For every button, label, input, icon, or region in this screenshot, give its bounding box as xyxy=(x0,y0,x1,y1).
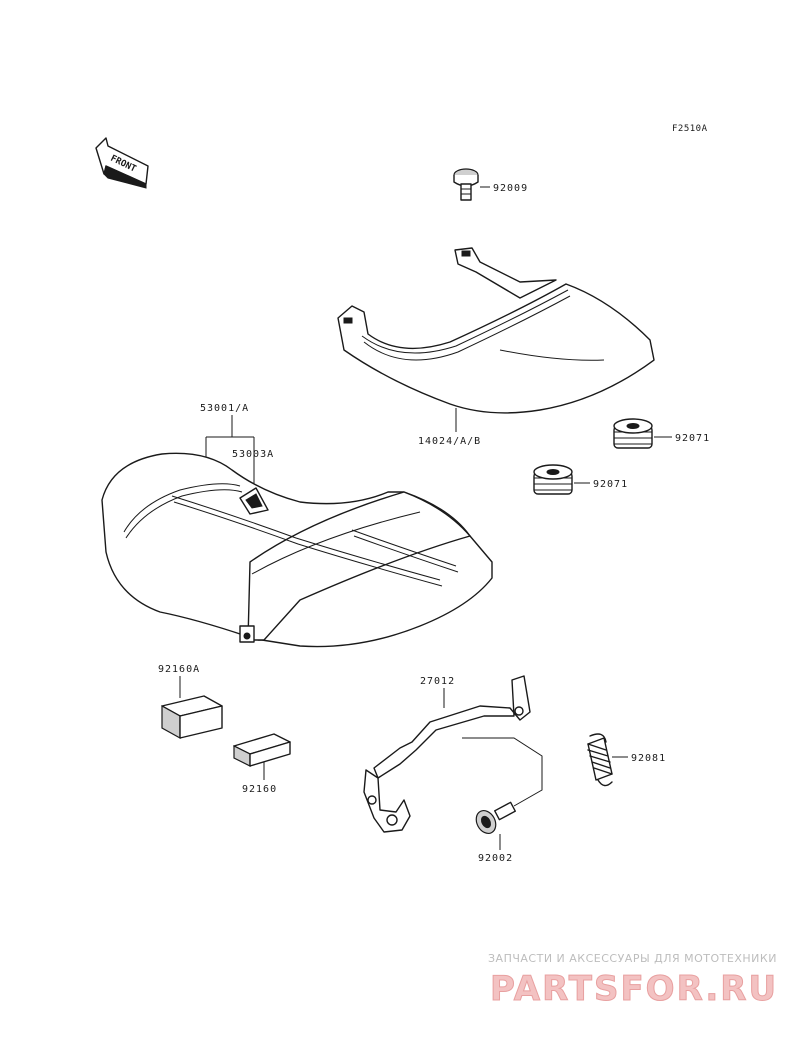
label-92160a: 92160A xyxy=(158,664,200,675)
spring-92081 xyxy=(587,733,613,787)
pad-92160a xyxy=(161,695,223,740)
watermark-tagline: ЗАПЧАСТИ И АКСЕССУАРЫ ДЛЯ МОТОТЕХНИКИ xyxy=(488,952,777,965)
damper-92071-lower xyxy=(533,464,573,495)
bolt-92002 xyxy=(475,801,516,835)
front-arrow-icon: FRONT xyxy=(95,137,149,189)
label-14024: 14024/A/B xyxy=(418,436,481,447)
seat-53001 xyxy=(101,452,493,648)
label-53003a: 53003A xyxy=(232,449,274,460)
figure-code: F2510A xyxy=(672,124,708,134)
watermark-brand: PARTSFOR.RU xyxy=(490,969,778,1009)
damper-92071-upper xyxy=(613,418,653,449)
label-92160: 92160 xyxy=(242,784,277,795)
pad-92160 xyxy=(233,733,291,767)
label-92009: 92009 xyxy=(493,183,528,194)
label-92071-lower: 92071 xyxy=(593,479,628,490)
label-27012: 27012 xyxy=(420,676,455,687)
label-53001: 53001/A xyxy=(200,403,249,414)
label-92081: 92081 xyxy=(631,753,666,764)
label-92002: 92002 xyxy=(478,853,513,864)
bracket-27012 xyxy=(363,675,531,833)
bolt-92009 xyxy=(453,168,479,201)
label-92071-upper: 92071 xyxy=(675,433,710,444)
carrier-14024 xyxy=(337,247,655,414)
